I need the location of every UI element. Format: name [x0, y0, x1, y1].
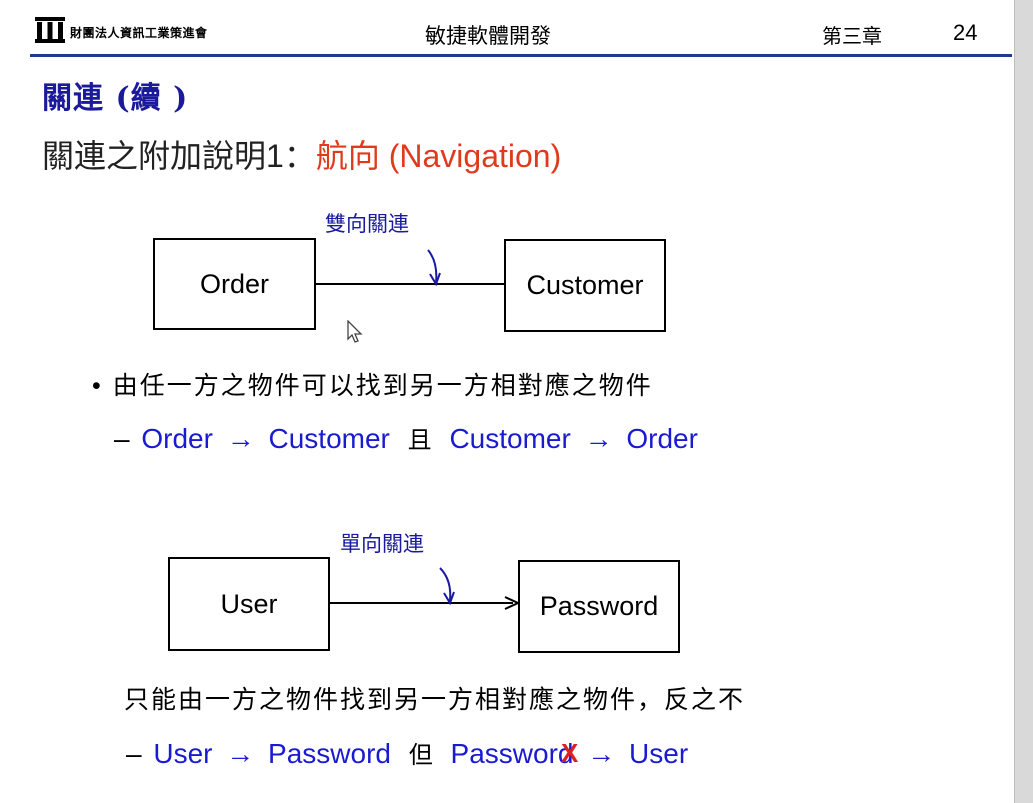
bullet-text: 由任一方之物件可以找到另一方相對應之物件: [112, 371, 653, 400]
class-box-order: Order: [153, 238, 316, 330]
header-divider: [30, 54, 1012, 57]
class-box-password: Password: [518, 560, 680, 653]
course-title: 敏捷軟體開發: [425, 24, 551, 48]
navigation-example-2: – User → Password 但 Password → User: [126, 738, 689, 769]
unidirectional-label: 單向關連: [340, 532, 424, 556]
class-box-customer: Customer: [504, 239, 666, 332]
label-pointer-2: [439, 567, 452, 602]
subtitle-colon: ：: [283, 137, 316, 175]
restriction-text: 只能由一方之物件找到另一方相對應之物件，反之不: [124, 685, 746, 714]
class-box-user: User: [168, 557, 330, 651]
label-pointer-1: [427, 249, 438, 284]
bidirectional-label: 雙向關連: [325, 212, 409, 236]
subtitle-number: 1: [266, 138, 284, 174]
slide-subtitle: 關連之附加說明1：航向 (Navigation): [42, 131, 561, 177]
window-edge-scrollbar[interactable]: [1014, 0, 1033, 803]
subtitle-prefix: 關連之附加說明: [42, 137, 267, 175]
navigation-example-1: – Order → Customer 且 Customer → Order: [114, 423, 698, 454]
org-name: 財團法人資訊工業策進會: [70, 26, 208, 40]
mouse-cursor-icon: [347, 320, 363, 343]
institute-logo-icon: [35, 17, 65, 43]
page-number: 24: [953, 20, 978, 45]
chapter-label: 第三章: [822, 24, 882, 48]
subtitle-accent: 航向 (Navigation): [315, 138, 562, 174]
slide-title: 關連 (續 ): [42, 81, 189, 116]
bullet-item: •由任一方之物件可以找到另一方相對應之物件: [92, 371, 653, 400]
strike-mark: X: [561, 738, 579, 768]
